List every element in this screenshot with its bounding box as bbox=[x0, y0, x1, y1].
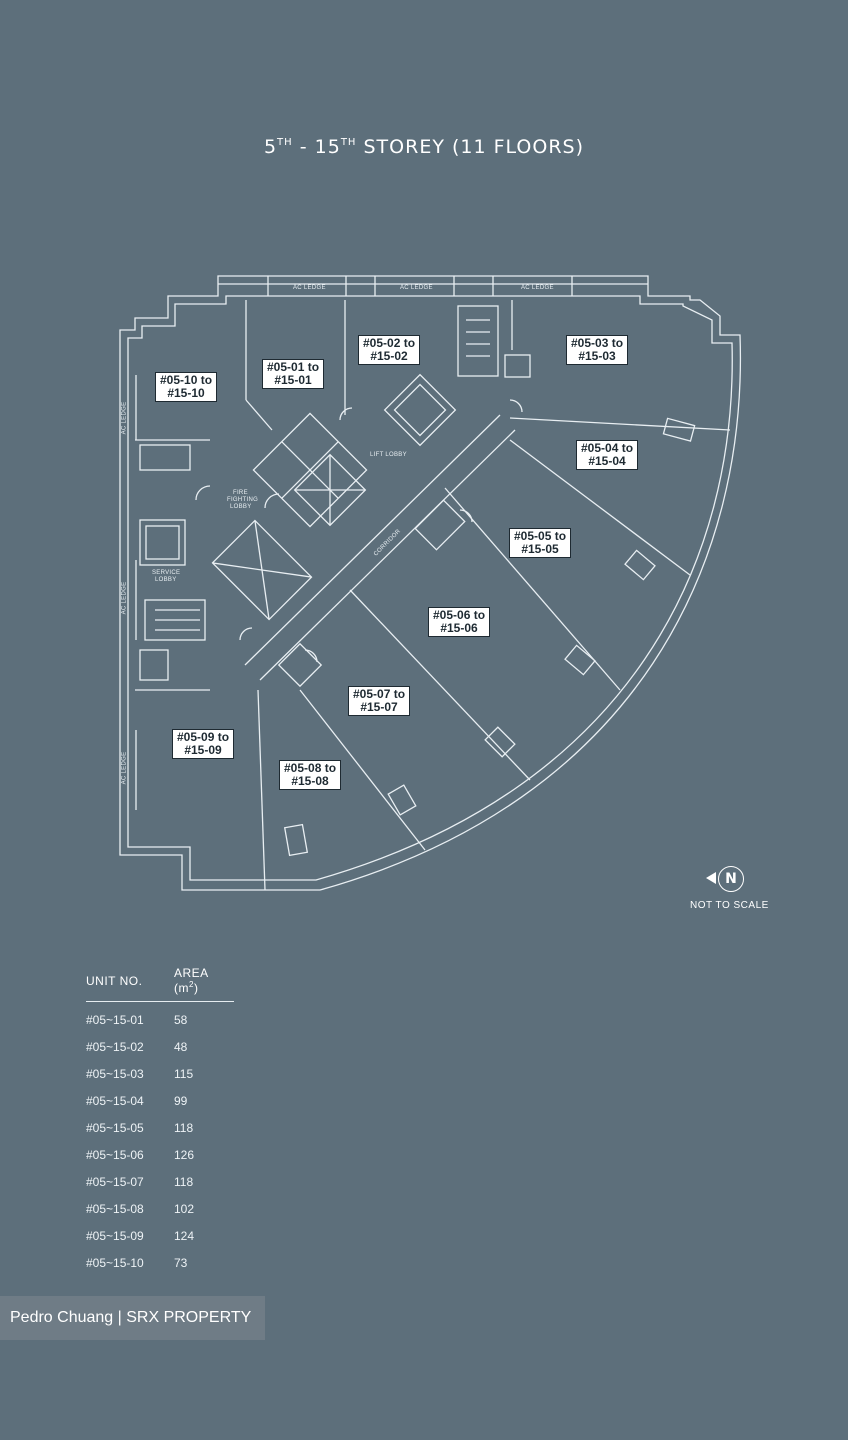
building-outline bbox=[119, 275, 742, 891]
unit-area-table: UNIT NO. AREA (m2) #05~15-01 58 #05~15-02… bbox=[86, 962, 234, 1276]
unit-cell: #05~15-02 bbox=[86, 1039, 144, 1054]
ac-ledge-label: AC LEDGE bbox=[400, 285, 433, 291]
unit-label-line: #15-10 bbox=[167, 386, 205, 400]
title-part: STOREY (11 FLOORS) bbox=[356, 136, 585, 158]
service-lobby-label: SERVICE bbox=[152, 570, 181, 576]
table-row: #05~15-05 118 bbox=[86, 1114, 234, 1141]
unit-cell: #05~15-03 bbox=[86, 1066, 144, 1081]
area-header-text: ) bbox=[193, 981, 199, 995]
not-to-scale-note: NOT TO SCALE bbox=[690, 900, 769, 911]
table-row: #05~15-10 73 bbox=[86, 1249, 234, 1276]
unit-cell: #05~15-10 bbox=[86, 1255, 144, 1270]
unit-cell: #05~15-04 bbox=[86, 1093, 144, 1108]
area-cell: 118 bbox=[174, 1120, 194, 1135]
area-header-text: AREA (m bbox=[174, 966, 209, 995]
compass-icon: N bbox=[718, 866, 744, 892]
unit-label-line: #05-04 to bbox=[581, 441, 634, 455]
unit-label-line: #05-03 to bbox=[571, 336, 624, 350]
unit-label-10: #05-10 to#15-10 bbox=[155, 372, 218, 402]
unit-label-03: #05-03 to#15-03 bbox=[566, 335, 629, 365]
unit-label-line: #05-06 to bbox=[433, 608, 486, 622]
table-row: #05~15-07 118 bbox=[86, 1168, 234, 1195]
table-row: #05~15-01 58 bbox=[86, 1002, 234, 1034]
unit-label-05: #05-05 to#15-05 bbox=[509, 528, 572, 558]
table-row: #05~15-03 115 bbox=[86, 1060, 234, 1087]
table-row: #05~15-06 126 bbox=[86, 1141, 234, 1168]
area-cell: 73 bbox=[174, 1255, 188, 1270]
area-cell: 124 bbox=[174, 1228, 195, 1243]
unit-label-02: #05-02 to#15-02 bbox=[358, 335, 421, 365]
table-row: #05~15-04 99 bbox=[86, 1087, 234, 1114]
fire-lobby-label: FIGHTING bbox=[227, 497, 259, 503]
area-cell: 99 bbox=[174, 1093, 188, 1108]
ac-ledge-label: AC LEDGE bbox=[521, 285, 554, 291]
unit-label-07: #05-07 to#15-07 bbox=[348, 686, 411, 716]
unit-cell: #05~15-08 bbox=[86, 1201, 144, 1216]
unit-label-line: #15-05 bbox=[521, 542, 559, 556]
table-row: #05~15-02 48 bbox=[86, 1033, 234, 1060]
page-title: 5TH - 15TH STOREY (11 FLOORS) bbox=[0, 136, 848, 158]
area-cell: 118 bbox=[174, 1174, 194, 1189]
unit-label-line: #05-07 to bbox=[353, 687, 406, 701]
service-lobby-label: LOBBY bbox=[155, 577, 177, 583]
unit-label-line: #05-01 to bbox=[267, 360, 320, 374]
unit-label-line: #05-10 to bbox=[160, 373, 213, 387]
fire-lobby-label: FIRE bbox=[233, 490, 248, 496]
area-cell: 115 bbox=[174, 1066, 194, 1081]
unit-cell: #05~15-09 bbox=[86, 1228, 144, 1243]
unit-label-01: #05-01 to#15-01 bbox=[262, 359, 325, 389]
unit-column-header: UNIT NO. bbox=[86, 962, 174, 1002]
area-column-header: AREA (m2) bbox=[174, 962, 234, 1002]
area-cell: 58 bbox=[174, 1012, 188, 1027]
unit-label-line: #15-03 bbox=[578, 349, 616, 363]
title-part: 5 bbox=[263, 136, 278, 158]
lift-lobby-label: LIFT LOBBY bbox=[370, 452, 407, 458]
unit-label-line: #15-08 bbox=[291, 774, 329, 788]
unit-label-line: #15-06 bbox=[440, 621, 478, 635]
unit-label-line: #05-08 to bbox=[284, 761, 337, 775]
title-part: - 15 bbox=[292, 136, 341, 158]
ac-ledge-label: AC LEDGE bbox=[121, 581, 128, 615]
title-sup: TH bbox=[340, 137, 357, 148]
unit-label-04: #05-04 to#15-04 bbox=[576, 440, 639, 470]
unit-label-06: #05-06 to#15-06 bbox=[428, 607, 491, 637]
ac-ledge-label: AC LEDGE bbox=[121, 401, 128, 435]
ac-ledge-label: AC LEDGE bbox=[293, 285, 326, 291]
unit-label-08: #05-08 to#15-08 bbox=[279, 760, 342, 790]
area-header-sup: 2 bbox=[189, 980, 194, 989]
fire-lobby-label: LOBBY bbox=[230, 504, 252, 510]
table-row: #05~15-09 124 bbox=[86, 1222, 234, 1249]
area-cell: 48 bbox=[174, 1039, 188, 1054]
unit-label-line: #05-09 to bbox=[177, 730, 230, 744]
title-sup: TH bbox=[277, 137, 293, 148]
unit-label-line: #15-07 bbox=[360, 700, 398, 714]
unit-label-line: #05-02 to bbox=[363, 336, 416, 350]
unit-cell: #05~15-07 bbox=[86, 1174, 144, 1189]
area-cell: 102 bbox=[174, 1201, 195, 1216]
unit-label-line: #15-01 bbox=[274, 373, 312, 387]
unit-label-09: #05-09 to#15-09 bbox=[172, 729, 235, 759]
unit-cell: #05~15-06 bbox=[86, 1147, 144, 1162]
north-arrow-icon bbox=[706, 872, 716, 884]
unit-cell: #05~15-05 bbox=[86, 1120, 144, 1135]
unit-label-line: #15-04 bbox=[588, 454, 626, 468]
table-header-row: UNIT NO. AREA (m2) bbox=[86, 962, 234, 1002]
area-cell: 126 bbox=[174, 1147, 195, 1162]
unit-label-line: #15-09 bbox=[184, 743, 222, 757]
floor-plan bbox=[119, 275, 742, 891]
building-outline-inner bbox=[127, 295, 733, 881]
unit-cell: #05~15-01 bbox=[86, 1012, 144, 1027]
table-row: #05~15-08 102 bbox=[86, 1195, 234, 1222]
unit-label-line: #05-05 to bbox=[514, 529, 567, 543]
ac-ledge-label: AC LEDGE bbox=[121, 751, 128, 785]
unit-label-line: #15-02 bbox=[370, 349, 408, 363]
agent-watermark: Pedro Chuang | SRX PROPERTY bbox=[0, 1296, 265, 1340]
